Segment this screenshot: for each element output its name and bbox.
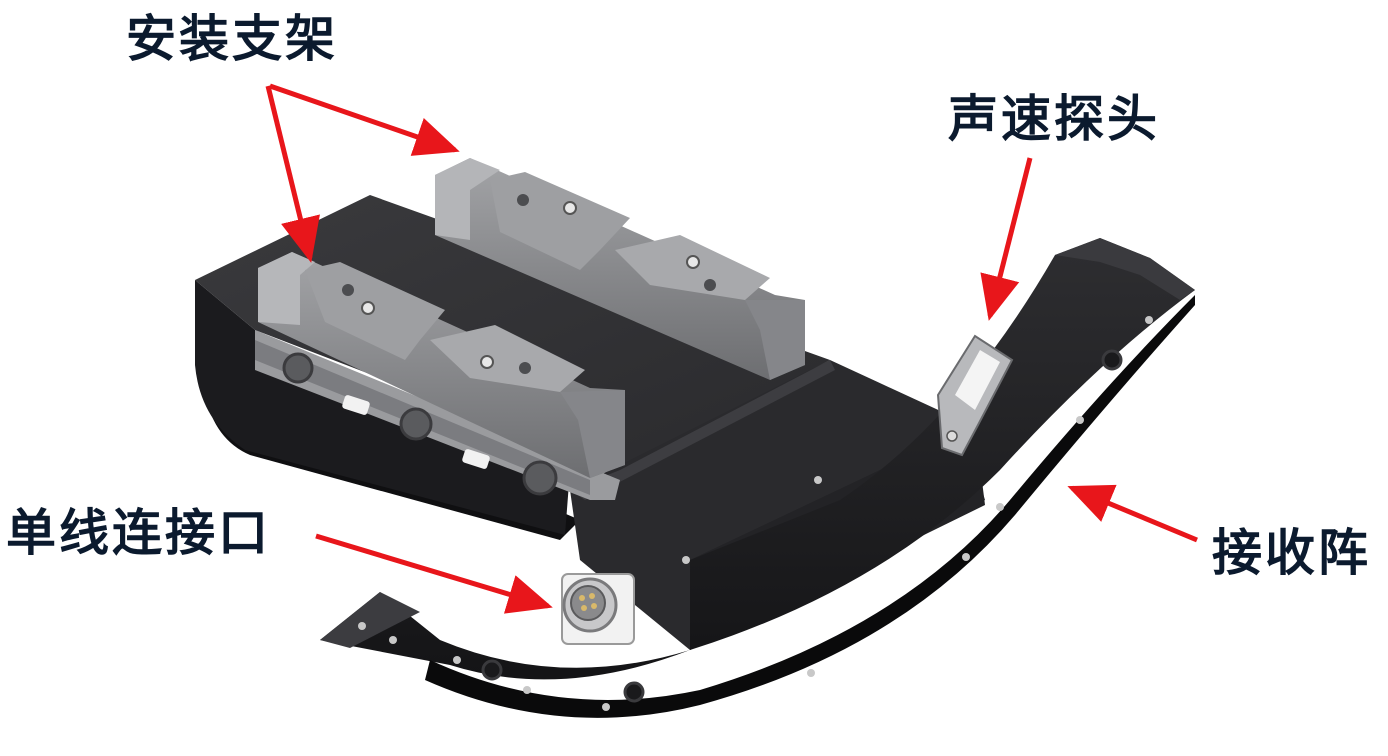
arrow-bracket-rear bbox=[269, 83, 460, 156]
label-plate bbox=[342, 395, 370, 415]
arrow-probe bbox=[980, 157, 1033, 321]
mounting-bracket-front bbox=[258, 252, 625, 478]
port-icon bbox=[399, 407, 433, 441]
port-icon bbox=[282, 352, 314, 384]
single-wire-connector bbox=[561, 573, 635, 645]
port-icon bbox=[522, 460, 558, 496]
annotation-arrows bbox=[265, 83, 1198, 614]
receiver-array-arc bbox=[320, 238, 1195, 718]
side-port-plate bbox=[255, 330, 620, 500]
arrow-connector bbox=[315, 533, 553, 614]
label-receiver-array: 接收阵 bbox=[1212, 524, 1371, 582]
arrow-array bbox=[1067, 484, 1198, 543]
sound-speed-probe bbox=[936, 334, 1014, 457]
label-mount-bracket: 安装支架 bbox=[126, 10, 338, 68]
mounting-bracket-rear bbox=[435, 158, 805, 380]
label-plate bbox=[462, 449, 490, 469]
label-single-wire-connector: 单线连接口 bbox=[6, 504, 271, 562]
label-sound-speed-probe: 声速探头 bbox=[948, 90, 1160, 148]
arrow-bracket-front bbox=[265, 85, 320, 263]
